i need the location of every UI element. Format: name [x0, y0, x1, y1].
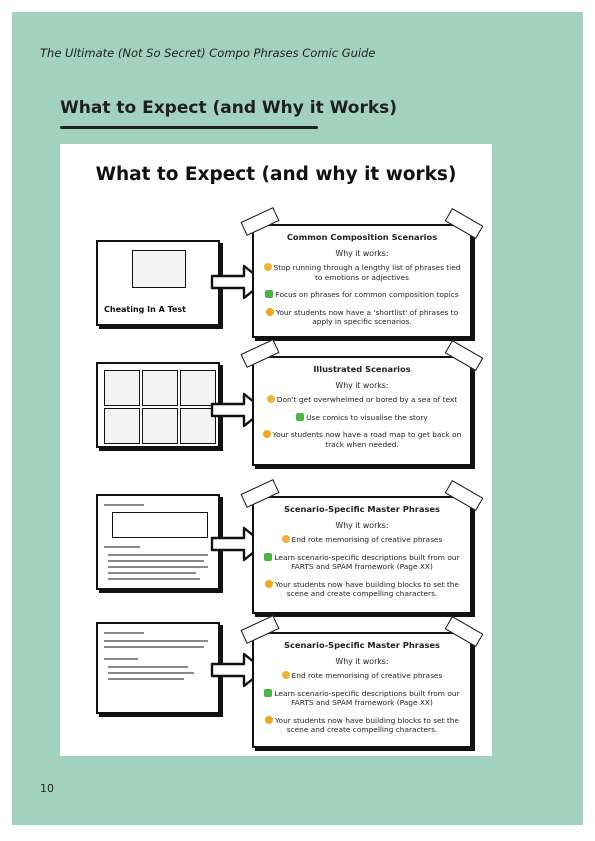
comic-panel: [180, 370, 216, 406]
check-icon: [264, 688, 273, 697]
infographic: What to Expect (and why it works) Cheati…: [60, 144, 492, 756]
thumbnail-worksheet-page: [96, 494, 220, 590]
card-subtitle: Why it works:: [335, 248, 389, 258]
comic-panel: [132, 250, 186, 288]
card-point: End rote memorising of creative phrases: [262, 534, 462, 545]
card-master-phrases-2: Scenario-Specific Master Phrases Why it …: [240, 615, 484, 748]
worksheet-box: [112, 512, 208, 538]
thumbnail-comic-strip: [96, 362, 220, 448]
card-point: Your students now have a road map to get…: [262, 430, 462, 449]
card-point: Your students now have building blocks t…: [262, 715, 462, 735]
page-background: The Ultimate (Not So Secret) Compo Phras…: [12, 12, 583, 825]
card-point: Your students now have a 'shortlist' of …: [262, 307, 462, 327]
card-point: Learn scenario-specific descriptions bui…: [262, 552, 462, 572]
running-title: The Ultimate (Not So Secret) Compo Phras…: [40, 46, 376, 60]
card-point: Don't get overwhelmed or bored by a sea …: [262, 394, 462, 405]
thumbnail-caption: Cheating In A Test: [104, 305, 187, 314]
cool-face-icon: [262, 430, 271, 439]
card-title: Common Composition Scenarios: [286, 232, 438, 242]
sad-face-icon: [281, 670, 290, 679]
comic-panel: [104, 408, 140, 444]
card-master-phrases: Scenario-Specific Master Phrases Why it …: [240, 479, 484, 614]
cool-face-icon: [265, 307, 274, 316]
infographic-title: What to Expect (and why it works): [95, 164, 457, 185]
check-icon: [264, 552, 273, 561]
card-title: Scenario-Specific Master Phrases: [284, 504, 440, 514]
sad-face-icon: [266, 394, 275, 403]
card-illustrated-scenarios: Illustrated Scenarios Why it works: Don'…: [240, 339, 484, 466]
check-icon: [296, 412, 305, 421]
check-icon: [265, 290, 274, 299]
card-subtitle: Why it works:: [335, 656, 389, 666]
cool-face-icon: [265, 715, 274, 724]
sad-face-icon: [281, 534, 290, 543]
card-point: End rote memorising of creative phrases: [262, 670, 462, 681]
card-subtitle: Why it works:: [335, 380, 389, 390]
card-point: Your students now have building blocks t…: [262, 579, 462, 599]
comic-panel: [180, 408, 216, 444]
card-title: Illustrated Scenarios: [313, 364, 411, 374]
card-common-scenarios: Common Composition Scenarios Why it work…: [240, 207, 484, 338]
section-title: What to Expect (and Why it Works): [60, 98, 398, 118]
comic-panel: [104, 370, 140, 406]
card-point: Learn scenario-specific descriptions bui…: [262, 688, 462, 708]
sad-face-icon: [263, 262, 272, 271]
comic-panel: [142, 370, 178, 406]
card-title: Scenario-Specific Master Phrases: [284, 640, 440, 650]
card-point: Use comics to visualise the story: [262, 412, 462, 423]
cool-face-icon: [265, 579, 274, 588]
card-point: Stop running through a lengthy list of p…: [262, 262, 462, 282]
thumbnail-questions-page: [96, 622, 220, 714]
comic-panel: [142, 408, 178, 444]
card-subtitle: Why it works:: [335, 520, 389, 530]
card-point: Focus on phrases for common composition …: [262, 290, 462, 300]
page-number: 10: [40, 782, 54, 795]
title-underline: [60, 126, 318, 129]
thumbnail-cheating-comic: Cheating In A Test: [96, 240, 220, 326]
